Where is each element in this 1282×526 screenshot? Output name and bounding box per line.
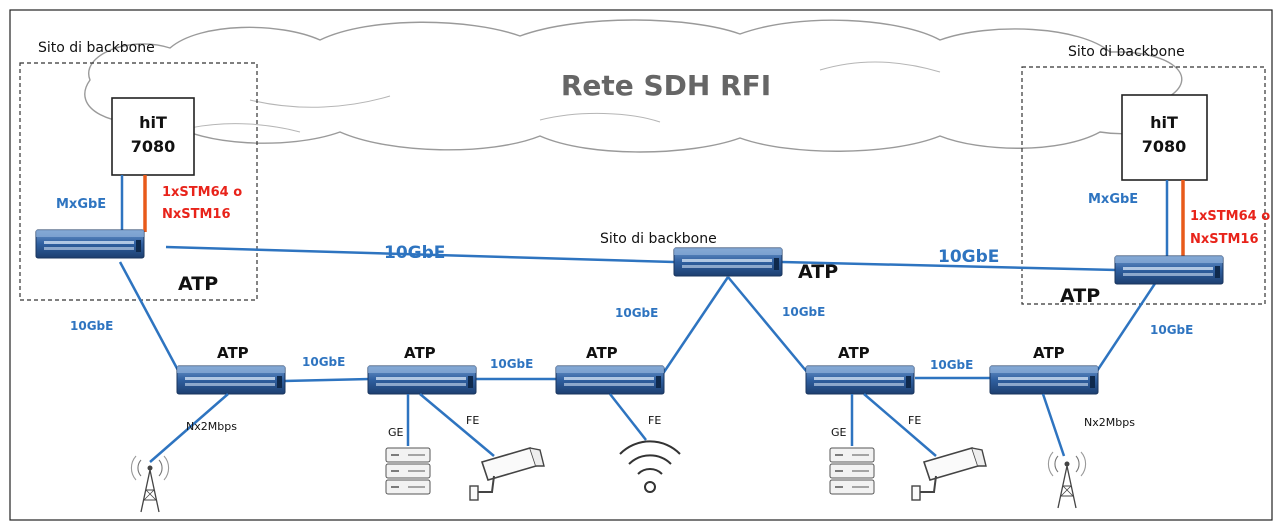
stm-label-left-line2: NxSTM16 (162, 207, 231, 222)
server-rack-icon (385, 447, 431, 495)
hit-7080-left: hiT 7080 (111, 97, 195, 176)
mxgbe-label-left: MxGbE (56, 197, 106, 212)
backbone-site-box-right (1021, 66, 1266, 305)
hit-7080-right: hiT 7080 (1121, 94, 1208, 181)
atp-label: ATP (838, 344, 870, 362)
network-title: Rete SDH RFI (561, 69, 771, 102)
link-atp5-right (1093, 275, 1162, 375)
wifi-icon (619, 440, 681, 493)
antenna-tower-icon (130, 455, 170, 513)
atp-label: ATP (404, 344, 436, 362)
link-atp3-center (658, 276, 730, 379)
link-center-atp4 (727, 276, 813, 379)
camera-icon (911, 447, 987, 501)
atp-label: ATP (217, 344, 249, 362)
link-label-10gbe: 10GbE (1150, 323, 1193, 337)
router-icon (989, 365, 1099, 395)
link-label-10gbe: 10GbE (302, 355, 345, 369)
link-label-10gbe: 10GbE (490, 357, 533, 371)
fe-label: FE (648, 414, 661, 427)
hit-label-line1: hiT (139, 113, 167, 132)
hit-label-line2: 7080 (131, 137, 176, 156)
link-atp4-camera (863, 393, 937, 457)
link-label-10gbe: 10GbE (782, 305, 825, 319)
atp-label: ATP (1060, 285, 1100, 307)
link-left-center (165, 245, 675, 264)
stm-label-left-line1: 1xSTM64 o (162, 185, 242, 200)
router-icon (35, 229, 145, 259)
backbone-site-box-left (19, 62, 258, 301)
nx2mbps-label-left: Nx2Mbps (186, 420, 237, 433)
hit-label-line2: 7080 (1142, 137, 1187, 156)
atp-label: ATP (798, 261, 838, 283)
atp-label: ATP (586, 344, 618, 362)
link-atp3-wifi (609, 393, 647, 441)
link-label-10gbe: 10GbE (70, 319, 113, 333)
fe-label: FE (466, 414, 479, 427)
link-atp1-tower (149, 393, 229, 463)
link-left-atp1 (118, 261, 182, 375)
mxgbe-label-right: MxGbE (1088, 192, 1138, 207)
router-icon (367, 365, 477, 395)
ge-label: GE (388, 426, 404, 439)
router-icon (176, 365, 286, 395)
link-label-left-center: 10GbE (384, 243, 445, 263)
link-atp2-camera (419, 393, 495, 457)
link-label-10gbe: 10GbE (615, 306, 658, 320)
antenna-tower-icon (1047, 451, 1087, 509)
link-atp5-tower (1041, 393, 1066, 457)
atp-label: ATP (178, 273, 218, 295)
router-icon (1114, 255, 1224, 285)
hit-label-line1: hiT (1150, 113, 1178, 132)
link-center-right (781, 260, 1118, 272)
camera-icon (469, 447, 545, 501)
link-atp1-atp2 (283, 377, 371, 383)
link-label-10gbe: 10GbE (930, 358, 973, 372)
fe-label: FE (908, 414, 921, 427)
server-rack-icon (829, 447, 875, 495)
stm-label-right-line1: 1xSTM64 o (1190, 209, 1270, 224)
link-label-center-right: 10GbE (938, 247, 999, 267)
router-icon (673, 247, 783, 277)
ge-label: GE (831, 426, 847, 439)
stm-label-right-line2: NxSTM16 (1190, 232, 1259, 247)
backbone-site-label-center: Sito di backbone (600, 231, 717, 247)
router-icon (555, 365, 665, 395)
backbone-site-label-left: Sito di backbone (38, 40, 155, 56)
nx2mbps-label-right: Nx2Mbps (1084, 416, 1135, 429)
backbone-site-label-right: Sito di backbone (1068, 44, 1185, 60)
router-icon (805, 365, 915, 395)
atp-label: ATP (1033, 344, 1065, 362)
outer-frame (9, 9, 1273, 521)
